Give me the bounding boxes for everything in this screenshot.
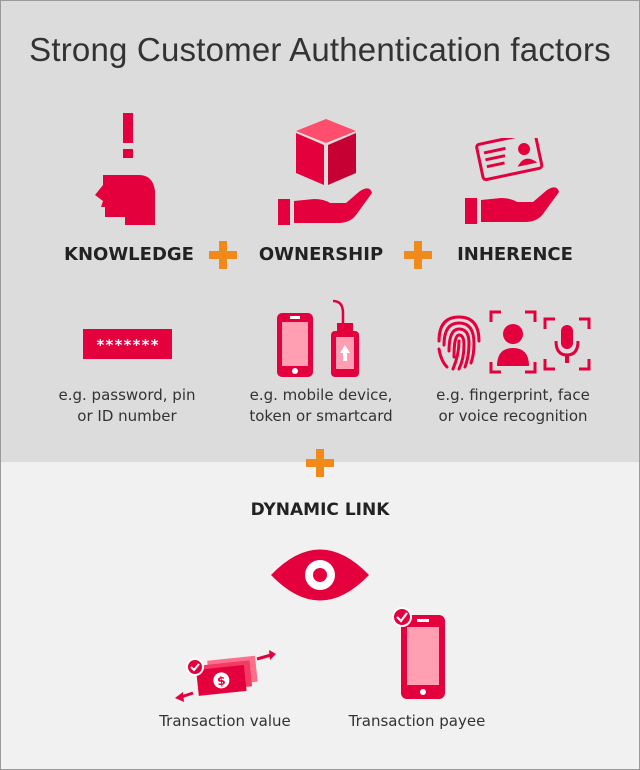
- inherence-description: e.g. fingerprint, face or voice recognit…: [413, 385, 613, 427]
- ownership-description: e.g. mobile device, token or smartcard: [221, 385, 421, 427]
- dynamic-link-panel: [1, 462, 639, 769]
- factor-label-knowledge: KNOWLEDGE: [64, 244, 194, 265]
- plus-icon: [209, 241, 237, 269]
- voice-recognition-icon: [543, 317, 591, 371]
- description-line: or ID number: [77, 407, 177, 425]
- plus-icon: [306, 449, 334, 477]
- transaction-payee-label: Transaction payee: [348, 712, 486, 730]
- head-exclamation-icon: [95, 113, 155, 225]
- knowledge-description: e.g. password, pin or ID number: [27, 385, 227, 427]
- password-field-icon: *******: [83, 329, 172, 359]
- factors-panel: [1, 1, 639, 462]
- plus-icon: [404, 241, 432, 269]
- transaction-value-label: Transaction value: [159, 712, 291, 730]
- hand-box-icon: [278, 119, 372, 225]
- hand-id-card-icon: [465, 138, 559, 224]
- fingerprint-icon: [437, 315, 481, 371]
- factor-label-ownership: OWNERSHIP: [258, 244, 384, 265]
- dynamic-link-label: DYNAMIC LINK: [250, 500, 390, 520]
- usb-token-icon: [331, 299, 359, 377]
- description-line: token or smartcard: [249, 407, 393, 425]
- eye-icon: [271, 549, 369, 601]
- factor-label-inherence: INHERENCE: [457, 244, 573, 265]
- description-line: e.g. mobile device,: [249, 386, 393, 404]
- face-recognition-icon: [489, 310, 537, 374]
- description-line: e.g. password, pin: [58, 386, 196, 404]
- money-check-icon: $: [175, 650, 276, 702]
- mobile-device-icon: [277, 313, 313, 377]
- phone-check-icon: [392, 607, 445, 699]
- svg-text:$: $: [216, 674, 226, 689]
- description-line: or voice recognition: [438, 407, 588, 425]
- description-line: e.g. fingerprint, face: [436, 386, 590, 404]
- page-title: Strong Customer Authentication factors: [29, 31, 611, 68]
- password-mask: *******: [96, 336, 159, 354]
